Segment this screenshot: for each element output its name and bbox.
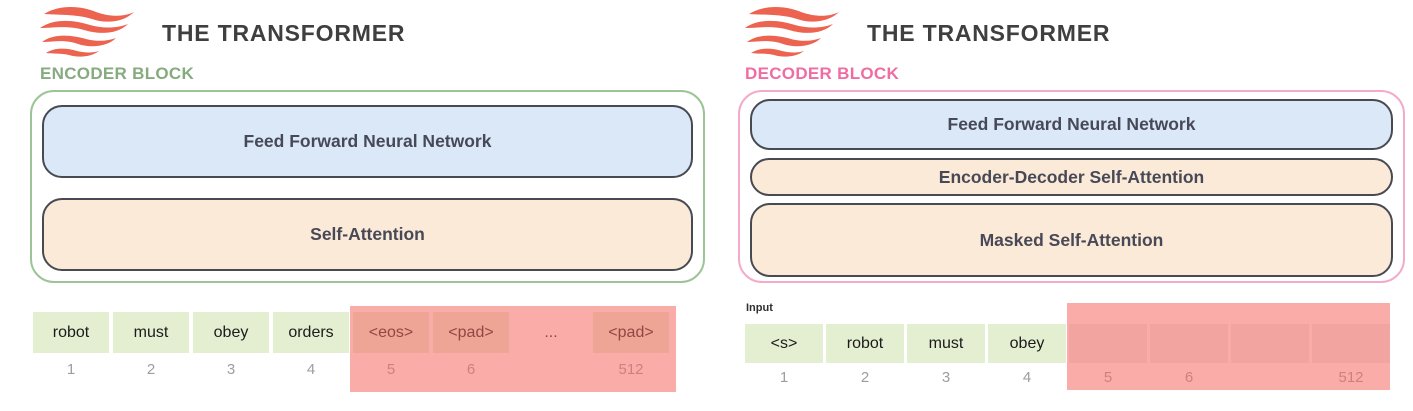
decoder-position-row: 1 2 3 4 5 6 512: [745, 366, 1390, 390]
decoder-ffnn-layer: Feed Forward Neural Network: [750, 99, 1393, 150]
token-cell-empty: [1312, 324, 1390, 363]
token-cell: obey: [988, 324, 1066, 363]
input-label: Input: [746, 302, 773, 314]
token-cell: obey: [193, 312, 269, 353]
position-number: 4: [1022, 369, 1032, 386]
token-cell-empty: [1150, 324, 1228, 363]
position-number: 2: [860, 369, 870, 386]
position-number: 1: [779, 369, 789, 386]
encoder-block-label: ENCODER BLOCK: [40, 64, 195, 83]
token-cell: robot: [826, 324, 904, 363]
token-cell-pad: <pad>: [433, 312, 509, 353]
encoder-ffnn-layer: Feed Forward Neural Network: [42, 105, 693, 178]
token-cell: must: [907, 324, 985, 363]
encoder-token-row: robot must obey orders <eos> <pad> ... <…: [33, 312, 669, 353]
token-cell: robot: [33, 312, 109, 353]
position-number: 6: [466, 361, 476, 378]
token-cell-eos: <eos>: [353, 312, 429, 353]
decoder-block-label: DECODER BLOCK: [745, 64, 900, 83]
decoder-block-container: Feed Forward Neural Network Encoder-Deco…: [738, 90, 1405, 283]
token-cell-empty: [1069, 324, 1147, 363]
position-number: 5: [386, 361, 396, 378]
position-number: 3: [226, 361, 236, 378]
token-cell: must: [113, 312, 189, 353]
position-number: 6: [1184, 369, 1194, 386]
position-number: 2: [146, 361, 156, 378]
token-cell-pad: <pad>: [593, 312, 669, 353]
position-number: [1231, 366, 1309, 390]
token-cell-ellipsis: ...: [544, 323, 558, 341]
encoder-self-attention-layer: Self-Attention: [42, 198, 693, 271]
position-number: 512: [1338, 369, 1364, 386]
decoder-encoder-decoder-attention-layer: Encoder-Decoder Self-Attention: [750, 158, 1393, 196]
token-cell-empty: [1231, 324, 1309, 363]
token-cell: orders: [273, 312, 349, 353]
token-cell-s: <s>: [745, 324, 823, 363]
position-number: [513, 358, 589, 382]
decoder-token-row: <s> robot must obey: [745, 324, 1390, 363]
position-number: 3: [941, 369, 951, 386]
decoder-masked-self-attention-layer: Masked Self-Attention: [750, 203, 1393, 277]
flame-logo-icon: [40, 7, 134, 57]
page-title-right: THE TRANSFORMER: [867, 20, 1111, 46]
flame-logo-icon: [745, 7, 839, 57]
page-title-left: THE TRANSFORMER: [162, 20, 406, 46]
encoder-position-row: 1 2 3 4 5 6 512: [33, 358, 669, 382]
position-number: 512: [618, 361, 644, 378]
position-number: 5: [1103, 369, 1113, 386]
position-number: 4: [306, 361, 316, 378]
encoder-block-container: Feed Forward Neural Network Self-Attenti…: [30, 90, 705, 283]
position-number: 1: [66, 361, 76, 378]
